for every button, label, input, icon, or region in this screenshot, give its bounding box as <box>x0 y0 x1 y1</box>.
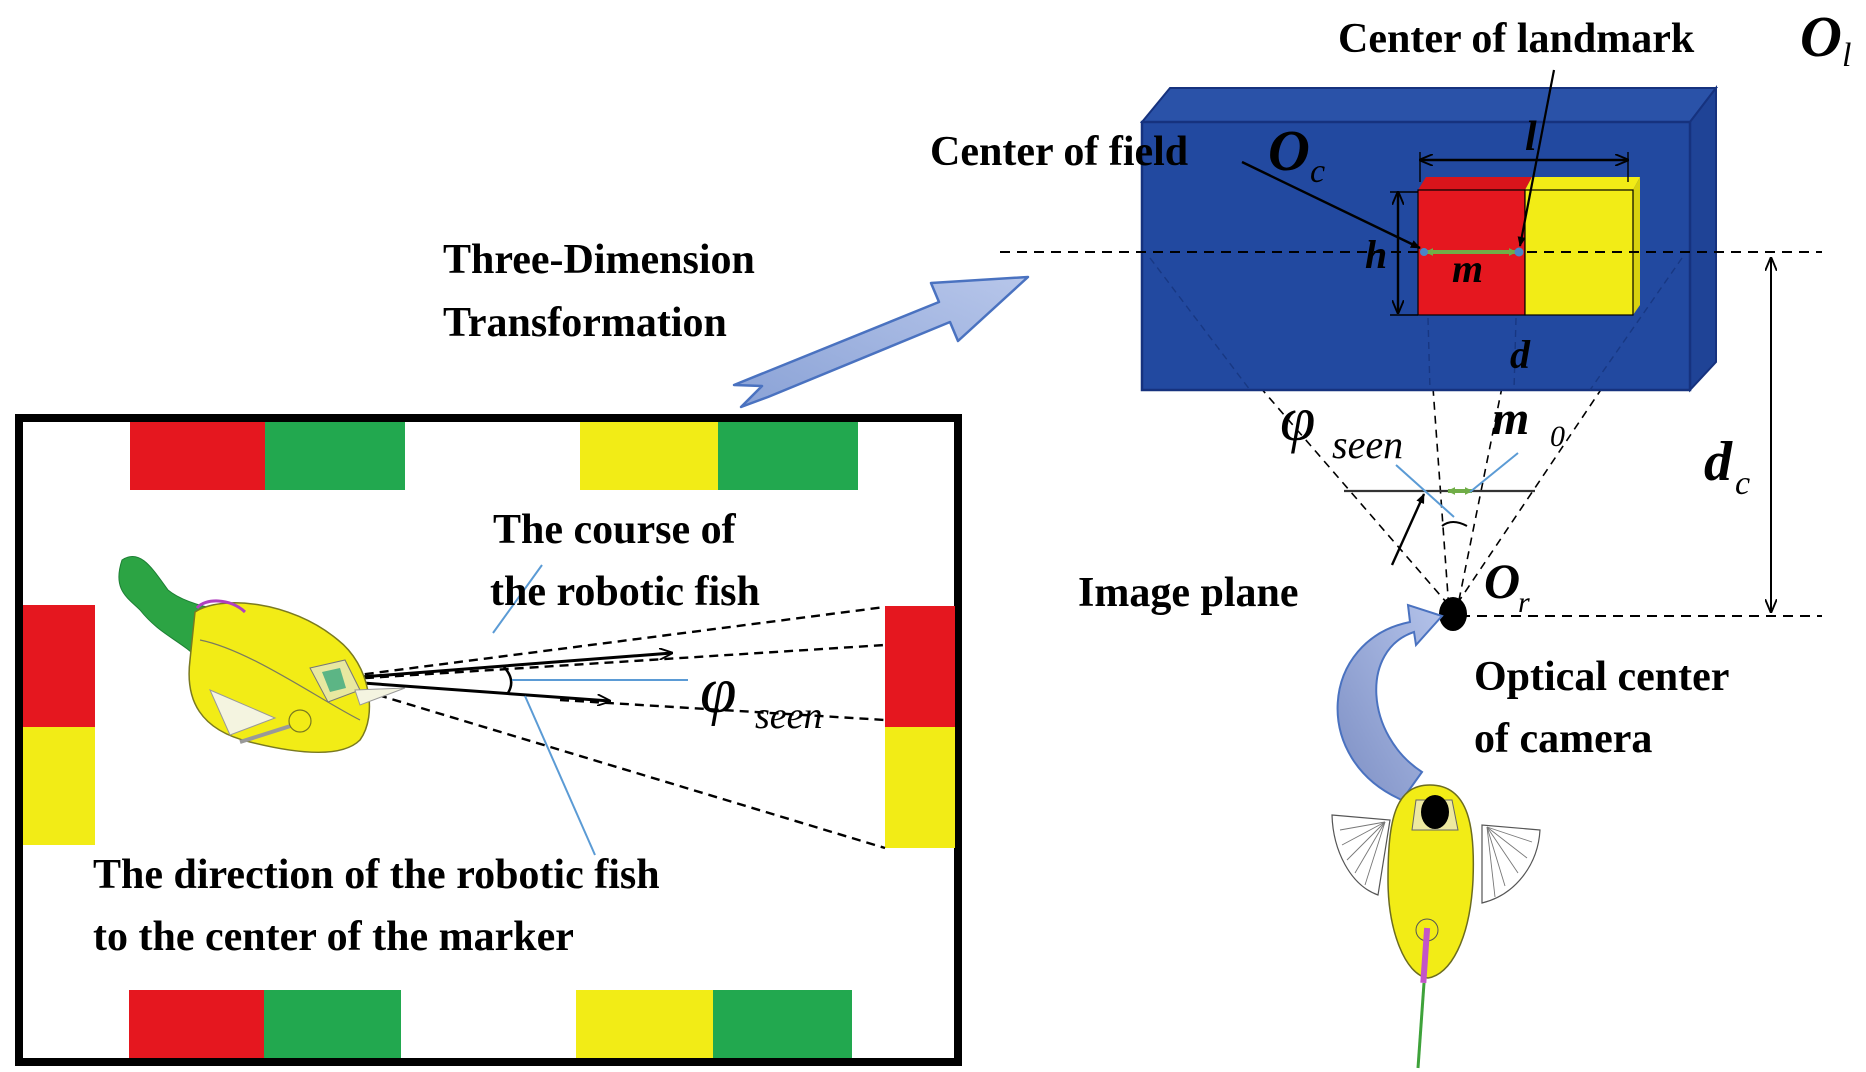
marker-left-bottom <box>23 727 95 845</box>
dim-m0-label: m <box>1492 392 1529 445</box>
field-box-side-face <box>1689 85 1717 393</box>
dimension-h <box>1390 192 1418 316</box>
field-center-label: Center of field <box>930 129 1188 175</box>
angle-subscript-left: seen <box>755 695 823 737</box>
dim-m0-sub: 0 <box>1550 420 1565 453</box>
marker-top-2-left <box>580 422 718 490</box>
landmark-center-pointer <box>1517 69 1556 247</box>
angle-symbol-right: φ <box>1280 383 1315 454</box>
angle-arc-right <box>1441 521 1468 527</box>
optical-center-sub: r <box>1518 586 1530 619</box>
direction-label: The direction of the robotic fish to the… <box>93 852 670 960</box>
course-label: The course of the robotic fish <box>490 507 760 615</box>
dimension-l <box>1420 152 1628 182</box>
marker-bottom-2-left <box>576 990 713 1058</box>
landmark-center-sub: l <box>1842 37 1851 74</box>
field-center-sub: c <box>1310 153 1325 190</box>
robotic-fish-top-icon <box>1331 784 1541 1069</box>
landmark-center-symbol: O <box>1800 4 1842 69</box>
transform-label: Three-Dimension Transformation <box>443 237 765 346</box>
field-box-top-face <box>1139 87 1719 123</box>
view-boundary-lower <box>334 680 886 850</box>
marker-bottom-1-left <box>129 990 264 1058</box>
dim-l-label: l <box>1525 114 1537 160</box>
right-leaders <box>1395 452 1519 518</box>
direction-leader <box>524 695 596 856</box>
image-plane-label: Image plane <box>1078 570 1299 616</box>
dim-m-label: m <box>1452 246 1483 291</box>
field-center-symbol: O <box>1268 118 1310 183</box>
image-plane <box>1344 487 1535 527</box>
marker-right-bottom <box>885 727 955 848</box>
angle-symbol-left: φ <box>700 654 737 727</box>
angle-arc-left <box>503 666 513 694</box>
left-sight-lines <box>334 605 886 850</box>
dim-dc-label: d <box>1704 431 1733 493</box>
direction-arrow <box>334 679 610 701</box>
left-leaders <box>492 564 688 856</box>
course-arrow <box>334 653 672 681</box>
marker-top-1-left <box>130 422 265 490</box>
curved-transform-arrow-icon <box>1336 603 1444 802</box>
field-center-pointer <box>1241 160 1421 250</box>
optical-center-label: Optical center of camera <box>1474 654 1739 762</box>
dim-dc-sub: c <box>1735 465 1750 502</box>
marker-top-2-right <box>718 422 858 490</box>
marker-right-top <box>885 606 955 727</box>
dim-h-label: h <box>1365 232 1387 277</box>
marker-bottom-2-right <box>713 990 852 1058</box>
view-mid-dashed <box>334 643 886 682</box>
marker-left-top <box>23 605 95 727</box>
image-plane-pointer <box>1390 493 1426 566</box>
landmark-center-dot <box>1514 247 1524 257</box>
robotic-fish-side-icon <box>118 555 406 754</box>
view-lower-dashed <box>559 698 886 722</box>
dim-d-label: d <box>1510 332 1531 377</box>
field-center-dot <box>1420 248 1428 256</box>
course-leader <box>492 564 543 634</box>
pool-border <box>15 414 962 1066</box>
optical-center-symbol: O <box>1484 553 1520 609</box>
transformation-arrow-icon <box>732 275 1030 409</box>
marker-top-1-right <box>265 422 405 490</box>
view-boundary-upper <box>334 605 886 680</box>
optical-center-dot <box>1439 597 1467 631</box>
landmark-center-label: Center of landmark <box>1338 16 1695 62</box>
pool-field <box>15 414 962 1066</box>
marker-bottom-1-right <box>264 990 401 1058</box>
angle-subscript-right: seen <box>1332 422 1403 467</box>
